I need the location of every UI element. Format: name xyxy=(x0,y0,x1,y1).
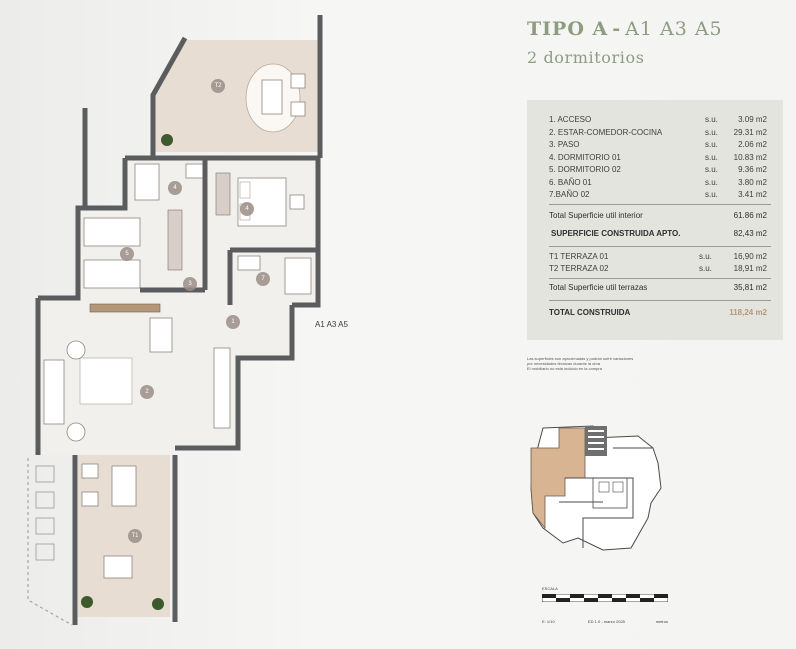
room-number-marker xyxy=(168,181,182,195)
plant-icon xyxy=(81,596,93,608)
kitchen-counter xyxy=(213,347,231,429)
room-number-label: T2 xyxy=(214,83,222,89)
divider xyxy=(549,300,771,301)
armchair xyxy=(66,340,86,360)
living-rug xyxy=(79,357,133,405)
room-number-marker xyxy=(120,247,134,261)
armchair xyxy=(66,422,86,442)
room-number-marker xyxy=(256,272,270,286)
bed-single xyxy=(83,259,141,289)
divider xyxy=(549,204,771,205)
highlighted-unit xyxy=(530,427,586,530)
wardrobe-1 xyxy=(215,172,231,216)
page-title: TIPO A-A1 A3 A5 xyxy=(527,18,723,40)
t2-chair xyxy=(290,101,306,117)
shower-6 xyxy=(134,163,160,201)
desk-chair xyxy=(289,194,305,210)
page-subtitle: 2 dormitorios xyxy=(527,48,645,67)
pillow xyxy=(239,181,251,199)
bed-single xyxy=(83,217,141,247)
title-separator: - xyxy=(612,18,622,40)
room-number-label: 5 xyxy=(125,251,129,257)
t1-lounger xyxy=(111,465,137,507)
plant-icon xyxy=(161,134,173,146)
room-number-label: 4 xyxy=(245,206,249,212)
title-units: A1 A3 A5 xyxy=(625,18,723,40)
room-number-label: 2 xyxy=(145,389,149,395)
disclaimer-notes: Las superficies son aproximadas y podrán… xyxy=(527,356,634,371)
room-number-marker xyxy=(183,277,197,291)
room-number-marker xyxy=(226,315,240,329)
t1-chair xyxy=(81,491,99,507)
walls xyxy=(35,15,323,625)
room-number-marker xyxy=(211,79,225,93)
t2-chair xyxy=(290,73,306,89)
room-number-label: 4 xyxy=(173,185,177,191)
wardrobe-2 xyxy=(167,209,183,271)
terrace-railing xyxy=(35,517,55,535)
access-label: A1 A3 A5 xyxy=(315,320,348,329)
terrace-railing xyxy=(27,458,73,626)
key-plan xyxy=(530,425,662,551)
floor-plan: T2 4 4 5 3 7 1 2T1 xyxy=(27,15,323,626)
t1-table xyxy=(103,555,133,579)
room-labels: T2 4 4 5 3 7 1 2T1 xyxy=(120,79,270,543)
dining-table xyxy=(149,317,173,353)
terrace-railing xyxy=(35,491,55,509)
sink-7 xyxy=(237,255,261,271)
sideboard xyxy=(89,303,161,313)
room-number-marker xyxy=(128,529,142,543)
room-number-label: T1 xyxy=(131,533,139,539)
shower-7 xyxy=(284,257,312,295)
room-number-marker xyxy=(240,202,254,216)
sofa xyxy=(43,359,65,425)
room-number-label: 3 xyxy=(188,281,192,287)
scale-title: ESCALA xyxy=(542,586,558,591)
t1-chair xyxy=(81,463,99,479)
terrace-railing xyxy=(35,543,55,561)
room-number-marker xyxy=(140,385,154,399)
divider xyxy=(549,246,771,247)
plant-icon xyxy=(152,598,164,610)
scale-bar xyxy=(542,594,668,602)
divider xyxy=(549,278,771,279)
title-type: TIPO A xyxy=(527,18,609,40)
room-number-label: 7 xyxy=(261,276,265,282)
terrace-railing xyxy=(35,465,55,483)
room-number-label: 1 xyxy=(231,319,235,325)
t2-table xyxy=(261,79,283,115)
